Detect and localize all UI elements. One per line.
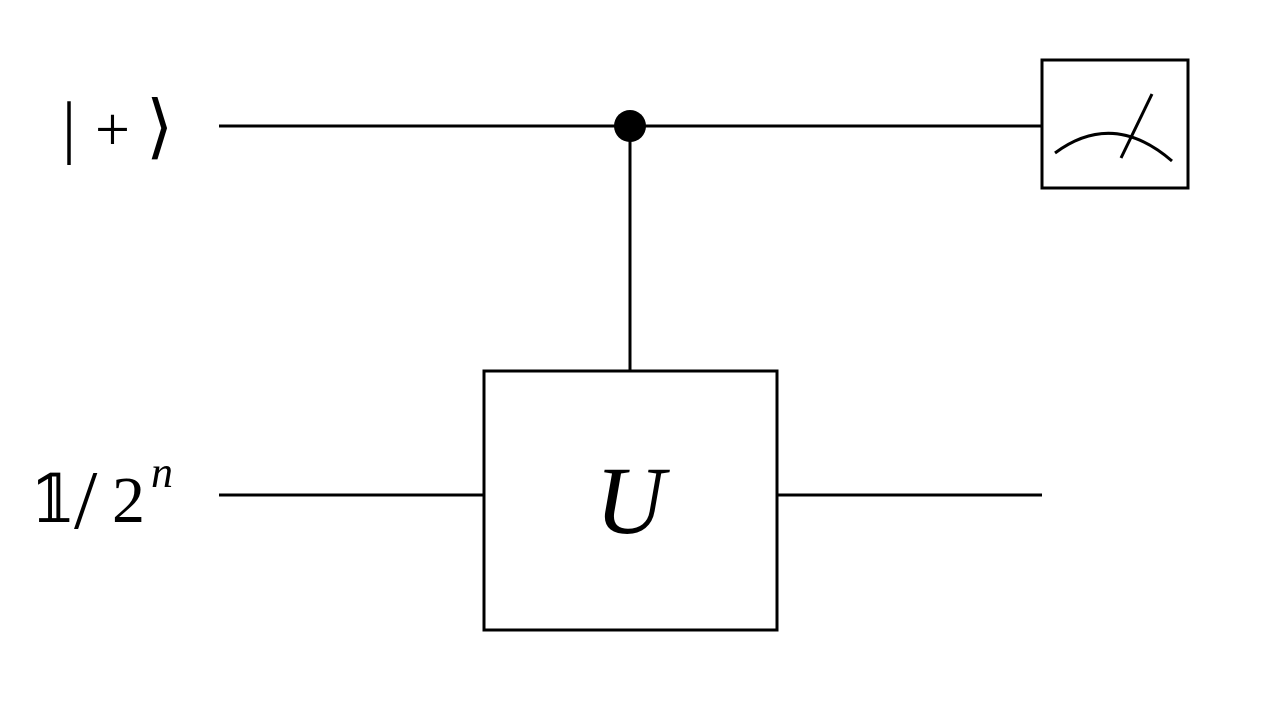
control-dot bbox=[614, 110, 646, 142]
measurement-gate bbox=[1040, 58, 1190, 190]
meter-box bbox=[1040, 58, 1190, 190]
meter-needle-icon bbox=[1119, 93, 1154, 159]
plus-symbol: + bbox=[95, 96, 130, 164]
meter-arc-icon bbox=[1054, 131, 1173, 163]
u-gate-label: U bbox=[595, 447, 670, 554]
u-gate: U bbox=[482, 369, 779, 632]
ket-close-bracket: ⟩ bbox=[146, 89, 173, 166]
exponent-n: n bbox=[151, 448, 173, 497]
u-gate-box bbox=[482, 369, 779, 632]
identity-symbol: 𝟙 bbox=[30, 464, 76, 537]
ket-open-bar: | bbox=[62, 89, 76, 166]
slash-symbol: / bbox=[74, 454, 98, 547]
control-input-label: | + ⟩ bbox=[62, 89, 173, 166]
target-input-label: 𝟙 / 2 n bbox=[30, 448, 173, 547]
base-two: 2 bbox=[112, 464, 145, 537]
